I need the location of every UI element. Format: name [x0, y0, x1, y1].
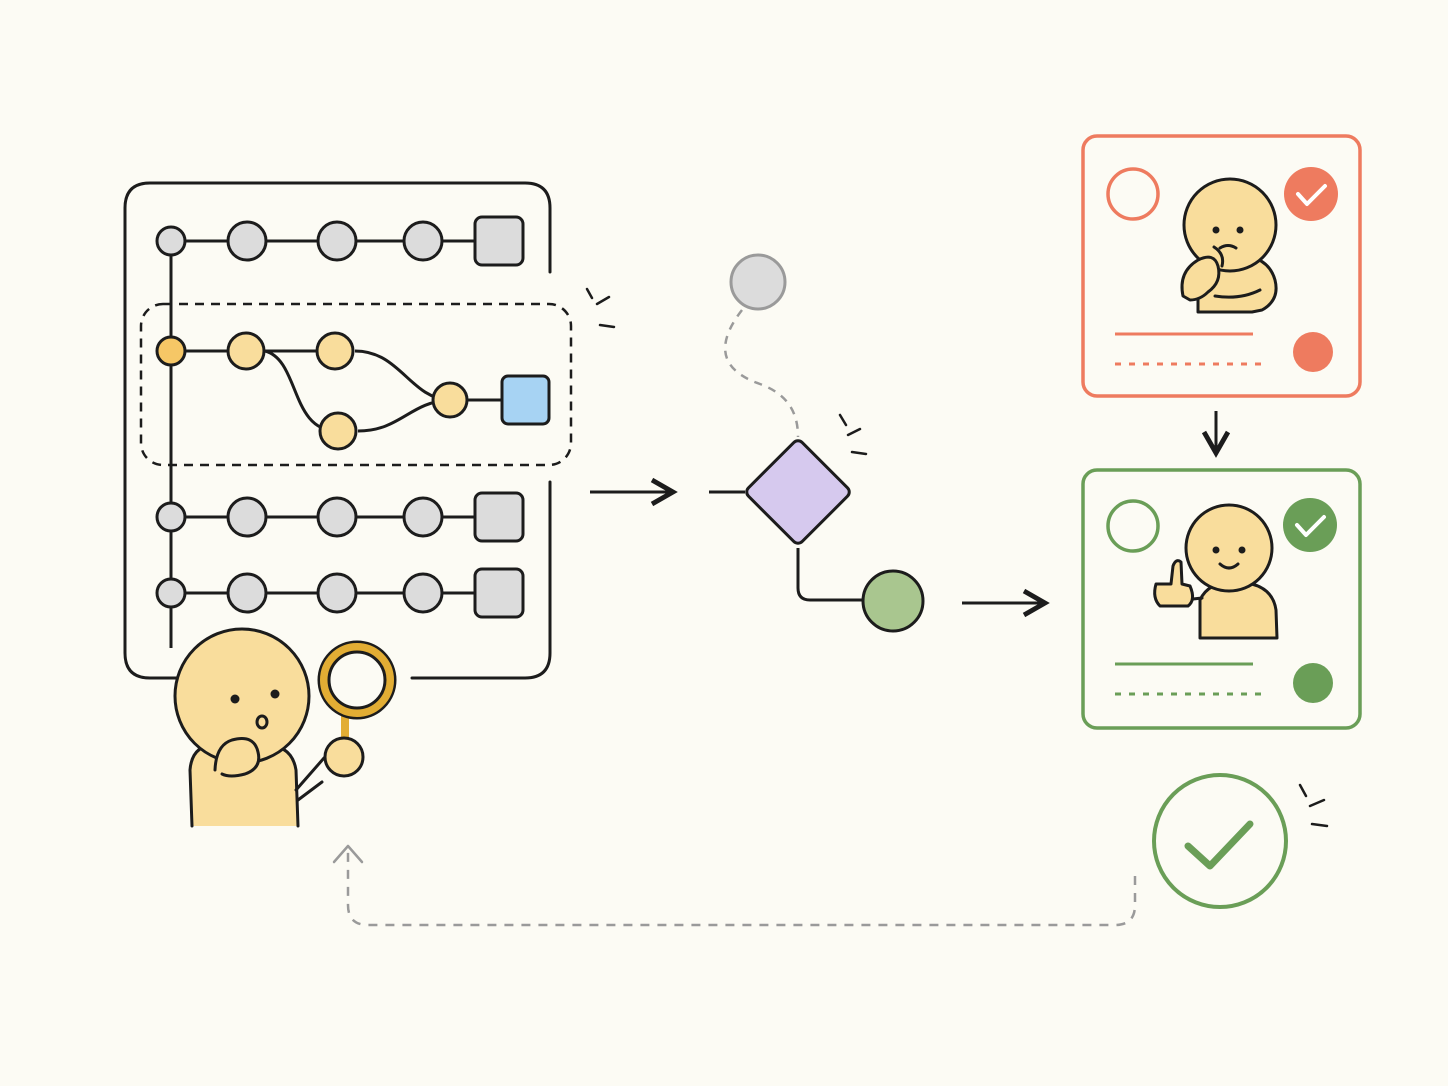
- thumbs-up-character: [1153, 503, 1279, 640]
- row3-node: [226, 496, 268, 538]
- row2-branch-node: [318, 411, 358, 451]
- row2-node: [315, 331, 355, 371]
- rejected-card[interactable]: [1081, 134, 1362, 398]
- workflow-row-4[interactable]: [155, 567, 525, 619]
- status-dot: [1293, 332, 1333, 372]
- workflow-row-3[interactable]: [155, 491, 525, 543]
- sparkle-icon: [1298, 783, 1329, 828]
- row2-node: [226, 331, 266, 371]
- status-dot: [1293, 663, 1333, 703]
- row4-start-node: [155, 577, 187, 609]
- dashed-loop-arrow: [346, 848, 1137, 927]
- row3-start-node: [155, 501, 187, 533]
- check-badge-icon: [1283, 498, 1337, 552]
- row2-merge-node: [431, 381, 469, 419]
- decision-connector: [796, 548, 863, 602]
- empty-radio-icon: [1106, 167, 1160, 221]
- row4-node: [316, 572, 358, 614]
- row1-node: [402, 220, 444, 262]
- row3-node: [316, 496, 358, 538]
- curious-character-with-magnifier: [173, 627, 397, 828]
- outcome-node: [861, 569, 925, 633]
- row2-start-node: [155, 335, 187, 367]
- row4-end-square: [473, 567, 525, 619]
- workflow-list-panel: [123, 181, 552, 680]
- row2-nodes: [155, 331, 551, 451]
- workflow-row-1[interactable]: [155, 215, 525, 267]
- row3-end-square: [473, 491, 525, 543]
- approved-card[interactable]: [1081, 468, 1362, 730]
- row1-node: [226, 220, 268, 262]
- pending-node: [729, 253, 787, 311]
- loop-arrow-head: [332, 844, 364, 864]
- row4-node: [226, 572, 268, 614]
- sparkle-icon: [838, 413, 868, 456]
- big-check-icon: [1152, 773, 1288, 909]
- row3-node: [402, 496, 444, 538]
- row2-end-square: [500, 374, 551, 426]
- row4-node: [402, 572, 444, 614]
- check-badge-icon: [1284, 167, 1338, 221]
- empty-radio-icon: [1106, 499, 1160, 553]
- row1-start-node: [155, 225, 187, 257]
- row1-node: [316, 220, 358, 262]
- dashed-connector: [724, 309, 800, 438]
- decision-diamond-icon[interactable]: [744, 438, 851, 545]
- thinking-character: [1180, 177, 1278, 314]
- sparkle-icon: [585, 287, 616, 329]
- highlighted-branch-row[interactable]: [139, 302, 573, 467]
- row1-end-square: [473, 215, 525, 267]
